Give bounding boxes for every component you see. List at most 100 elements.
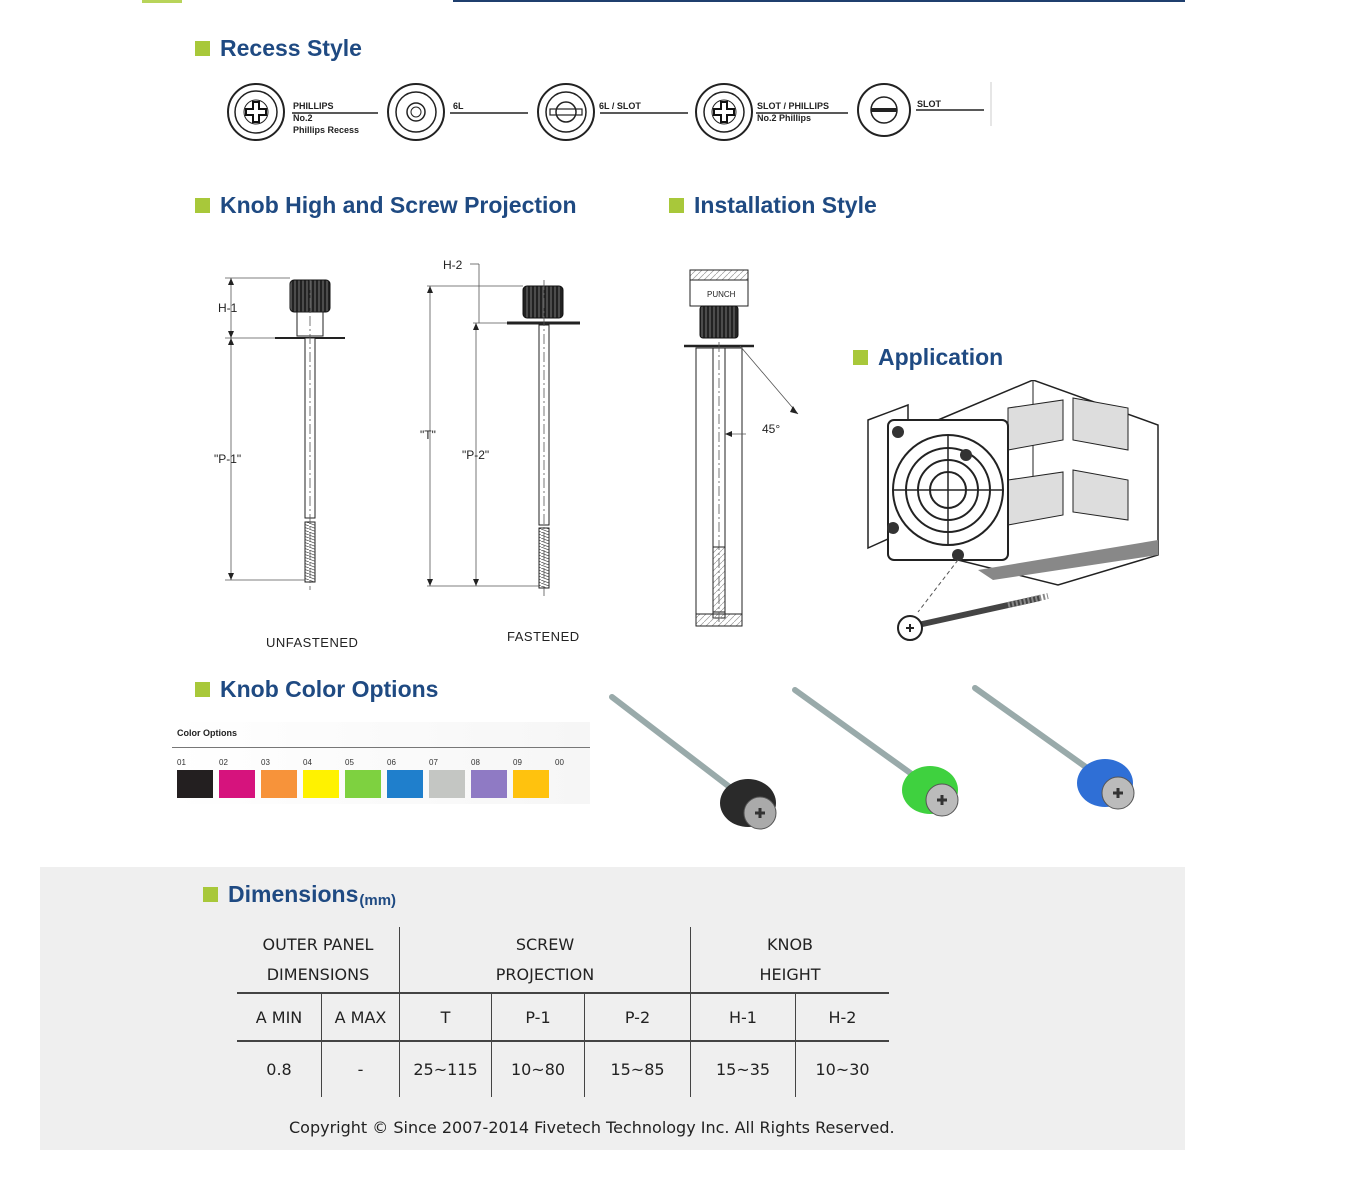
swatch-code: 02: [219, 758, 228, 767]
dimensions-heading: Dimensions(mm): [203, 881, 397, 909]
cell-h2: 10~30: [815, 1060, 870, 1079]
label-p2: "P-2": [462, 448, 490, 462]
knob-color-options-title: Knob Color Options: [220, 676, 439, 702]
caption-unfastened: UNFASTENED: [266, 635, 359, 650]
dimensions-panel: Dimensions(mm) OUTER PANEL DIMENSIONS SC…: [40, 867, 1185, 1150]
swatch-color: [261, 770, 297, 798]
dimensions-table: OUTER PANEL DIMENSIONS SCREW PROJECTION …: [237, 927, 889, 1097]
installation-style-title: Installation Style: [694, 192, 877, 218]
color-swatch-09: 09: [513, 758, 549, 798]
color-options-divider: [172, 747, 590, 748]
col-a-max: A MAX: [321, 993, 400, 1042]
cell-a-min: 0.8: [237, 1041, 322, 1097]
label-h1: H-1: [218, 301, 238, 315]
header-outer-panel: OUTER PANEL DIMENSIONS: [237, 927, 400, 994]
bullet-square-icon: [195, 682, 210, 697]
swatch-color: [471, 770, 507, 798]
installation-style-heading: Installation Style: [669, 192, 877, 219]
bullet-square-icon: [853, 350, 868, 365]
swatch-color: [219, 770, 255, 798]
swatch-code: 01: [177, 758, 186, 767]
color-swatch-07: 07: [429, 758, 465, 798]
knob-high-heading: Knob High and Screw Projection: [195, 192, 577, 219]
header-screw-projection: SCREW PROJECTION: [399, 927, 691, 994]
green-knob-screw: [792, 687, 959, 817]
swatch-code: 08: [471, 758, 480, 767]
swatch-code: 00: [555, 758, 564, 767]
color-swatch-08: 08: [471, 758, 507, 798]
label-t: "T": [420, 428, 436, 442]
col-t: T: [399, 993, 492, 1042]
knob-high-title: Knob High and Screw Projection: [220, 192, 577, 218]
col-p1: P-1: [491, 993, 585, 1042]
application-heading: Application: [853, 344, 1003, 371]
copyright-text: Copyright © Since 2007-2014 Fivetech Tec…: [289, 1118, 895, 1137]
top-accent-mark: [142, 0, 182, 3]
dimensions-title: Dimensions: [228, 881, 359, 907]
color-swatch-row: 01 02 03 04 05 06 07 08 09 00: [177, 758, 587, 802]
bullet-square-icon: [195, 41, 210, 56]
color-swatch-01: 01: [177, 758, 213, 798]
cell-t: 25~115: [399, 1041, 492, 1097]
recess-label-slot: SLOT: [917, 99, 941, 109]
blue-knob-screw: [972, 685, 1135, 810]
header-knob-height: KNOB HEIGHT: [690, 927, 889, 994]
recess-label-6l: 6L: [453, 101, 464, 111]
recess-label-phillips: PHILLIPS No.2 Phillips Recess: [293, 101, 360, 135]
swatch-color: [513, 770, 549, 798]
caption-fastened: FASTENED: [507, 629, 580, 644]
color-options-label: Color Options: [177, 728, 237, 738]
table-row: 0.8 - 25~115 10~80 15~85 15~35 10~30: [237, 1041, 889, 1097]
color-options-panel: Color Options 01 02 03 04 05 06 07 08 09 00: [172, 722, 590, 804]
recess-label-6l-slot: 6L / SLOT: [599, 101, 641, 111]
color-swatch-02: 02: [219, 758, 255, 798]
bullet-square-icon: [195, 198, 210, 213]
column-header-row: A MIN A MAX T P-1 P-2 H-1 H-2: [237, 993, 889, 1042]
swatch-code: 04: [303, 758, 312, 767]
recess-label-slot-phillips: SLOT / PHILLIPS No.2 Phillips: [757, 101, 830, 123]
color-swatch-04: 04: [303, 758, 339, 798]
swatch-code: 07: [429, 758, 438, 767]
recess-style-heading: Recess Style: [195, 35, 362, 62]
top-rule: [453, 0, 1185, 2]
label-angle-45: 45°: [762, 422, 781, 436]
knob-color-options-heading: Knob Color Options: [195, 676, 438, 703]
slot-phillips-recess-icon: [695, 83, 753, 141]
swatch-color: [345, 770, 381, 798]
swatch-code: 09: [513, 758, 522, 767]
col-h1: H-1: [690, 993, 796, 1042]
swatch-code: 05: [345, 758, 354, 767]
application-title: Application: [878, 344, 1004, 370]
col-p2: P-2: [584, 993, 691, 1042]
swatch-color: [387, 770, 423, 798]
bullet-square-icon: [669, 198, 684, 213]
col-a-min: A MIN: [237, 993, 322, 1042]
color-swatch-05: 05: [345, 758, 381, 798]
color-swatch-06: 06: [387, 758, 423, 798]
recess-style-title: Recess Style: [220, 35, 362, 61]
dimensions-unit: (mm): [359, 892, 397, 909]
phillips-recess-icon: [227, 83, 285, 141]
label-h2: H-2: [443, 258, 463, 272]
swatch-code: 03: [261, 758, 270, 767]
6l-slot-recess-icon: [537, 83, 595, 141]
swatch-color: [555, 770, 591, 798]
cell-p1: 10~80: [491, 1041, 585, 1097]
col-h2: H-2: [795, 993, 889, 1042]
cell-a-max: -: [321, 1041, 400, 1097]
cell-h1: 15~35: [690, 1041, 796, 1097]
black-knob-screw: [609, 694, 777, 830]
unfastened-screw: [225, 277, 345, 590]
label-punch: PUNCH: [707, 290, 736, 299]
label-p1: "P-1": [214, 452, 242, 466]
swatch-color: [177, 770, 213, 798]
color-swatch-00: 00: [555, 758, 591, 798]
color-swatch-03: 03: [261, 758, 297, 798]
swatch-code: 06: [387, 758, 396, 767]
recess-styles-diagram: [227, 82, 992, 141]
6l-recess-icon: [387, 83, 445, 141]
knob-examples: [609, 685, 1135, 830]
installation-drawing: [684, 269, 799, 627]
fastened-screw: [427, 263, 580, 598]
swatch-color: [429, 770, 465, 798]
